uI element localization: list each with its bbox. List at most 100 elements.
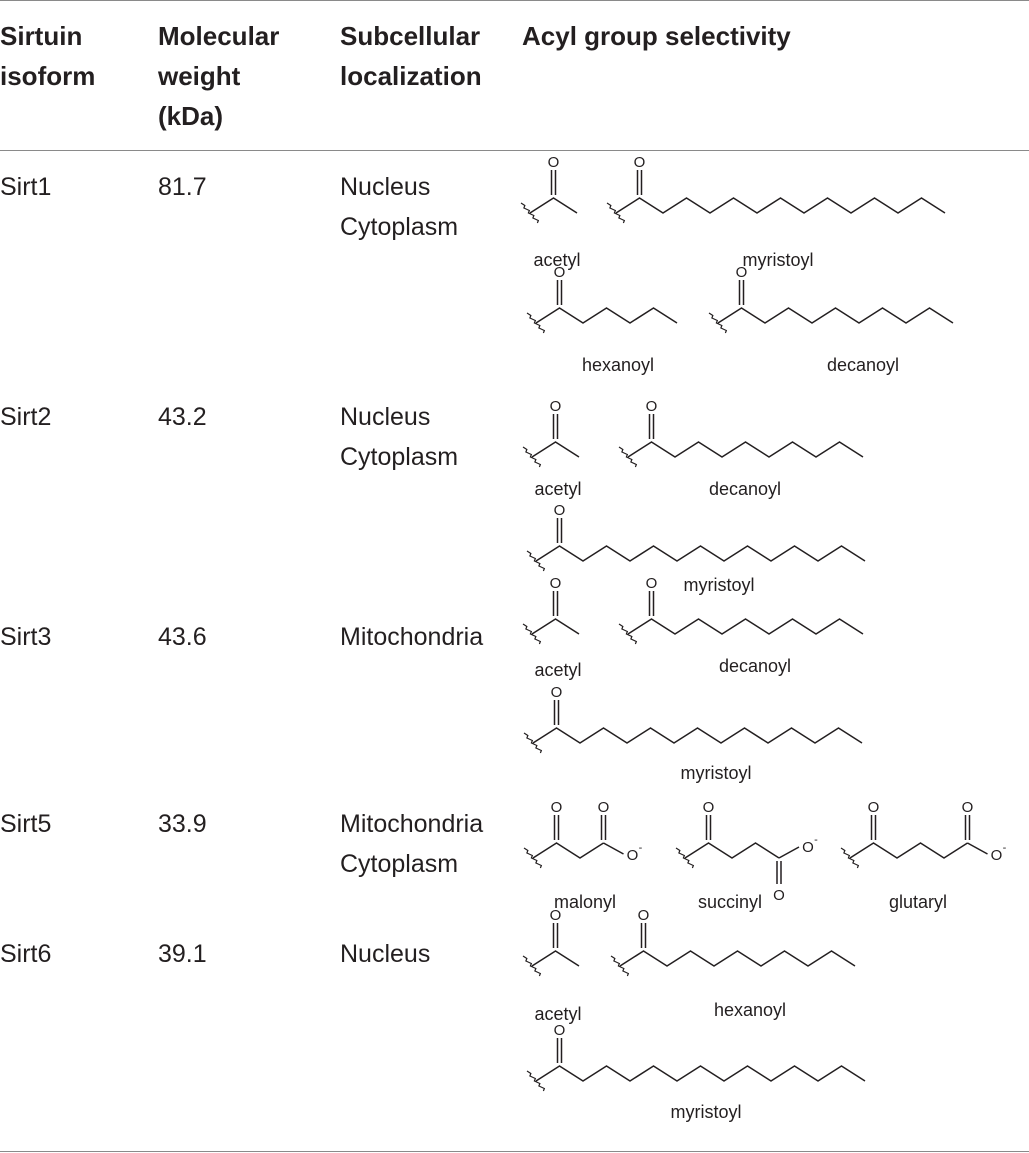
sirt1-hexanoyl-oxygen: O (554, 264, 566, 281)
sirt1-hexanoyl-label: hexanoyl (582, 355, 654, 375)
bottom-rule (0, 1151, 1029, 1152)
sirt6-hexanoyl-oxygen: O (638, 907, 650, 924)
attachment-bond-wavy (520, 202, 540, 224)
sirt5-succinyl-oxygen: O (703, 799, 715, 816)
sirt1-decanoyl-double-bond (738, 280, 745, 305)
sirt5-succinyl-charge: - (814, 834, 818, 846)
sirt5-succinyl-double-bond (705, 815, 712, 840)
sirt1-acetyl-label: acetyl (533, 250, 580, 270)
attachment-bond-wavy (618, 446, 638, 468)
row-sirt6-isoform: Sirt6 (0, 940, 52, 968)
sirt2-myristoyl-chain (535, 545, 866, 562)
sirt5-glutaryl-double-bond (870, 815, 877, 840)
sirt5-succinyl-chain (684, 842, 780, 859)
sirt5-malonyl-double-bond (553, 815, 560, 840)
sirt1-acetyl-chain (529, 197, 578, 214)
sirt5-succinyl-carboxyl-double-bond (776, 861, 782, 884)
header-sirtuin-isoform: Sirtuin isoform (0, 21, 96, 91)
sirt3-myristoyl-label: myristoyl (681, 763, 752, 783)
row-sirt6-localization: Nucleus (340, 940, 431, 968)
sirt6-hexanoyl-label: hexanoyl (714, 1000, 786, 1020)
header-subcellular-localization: Subcellular localization (340, 21, 482, 91)
row-sirt3-isoform: Sirt3 (0, 623, 52, 651)
sirt6-acetyl-chain (531, 950, 580, 967)
sirt5-malonyl-label: malonyl (554, 892, 616, 912)
sirt3-acetyl-label: acetyl (534, 660, 581, 680)
attachment-bond-wavy (523, 847, 543, 869)
sirt5-malonyl-oxygen: O (551, 799, 563, 816)
row-sirt5-isoform: Sirt5 (0, 810, 52, 838)
row-sirt1-isoform: Sirt1 (0, 173, 52, 201)
attachment-bond-wavy (526, 550, 546, 572)
attachment-bond-wavy (522, 623, 542, 645)
sirt5-glutaryl-charge: - (1003, 842, 1007, 854)
sirt5-glutaryl-oxygen: O (868, 799, 880, 816)
sirt2-acetyl-double-bond (552, 414, 559, 439)
sirt5-glutaryl-label: glutaryl (889, 892, 947, 912)
row-sirt5-mw: 33.9 (158, 810, 207, 838)
sirt1-hexanoyl-double-bond (556, 280, 563, 305)
sirt2-acetyl-oxygen: O (550, 398, 562, 415)
sirt6-myristoyl-label: myristoyl (671, 1102, 742, 1122)
sirt1-myristoyl-label: myristoyl (743, 250, 814, 270)
sirt3-myristoyl-chain (532, 727, 863, 744)
attachment-bond-wavy (840, 847, 860, 869)
sirt6-acetyl-oxygen: O (550, 907, 562, 924)
sirt5-succinyl-label: succinyl (698, 892, 762, 912)
sirt2-decanoyl-oxygen: O (646, 398, 658, 415)
row-sirt3-mw: 43.6 (158, 623, 207, 651)
sirt5-malonyl-chain (532, 842, 604, 859)
sirt3-decanoyl-double-bond (648, 591, 655, 616)
sirt3-acetyl-oxygen: O (550, 575, 562, 592)
attachment-bond-wavy (522, 446, 542, 468)
sirt2-acetyl-label: acetyl (534, 479, 581, 499)
attachment-bond-wavy (526, 1070, 546, 1092)
sirt3-decanoyl-oxygen: O (646, 575, 658, 592)
sirt1-decanoyl-label: decanoyl (827, 355, 899, 375)
sirt5-malonyl-carboxyl-oxygen: O (598, 799, 610, 816)
sirt3-myristoyl-double-bond (553, 700, 560, 725)
sirt2-acetyl-chain (531, 441, 580, 458)
row-sirt5-localization: Mitochondria Cytoplasm (340, 810, 484, 878)
sirt6-acetyl-label: acetyl (534, 1004, 581, 1024)
sirt1-myristoyl-oxygen: O (634, 154, 646, 171)
attachment-bond-wavy (610, 955, 630, 977)
sirt3-acetyl-double-bond (552, 591, 559, 616)
sirt5-glutaryl-carboxyl-double-bond (964, 815, 971, 840)
sirt1-decanoyl-chain (717, 307, 954, 324)
sirt1-myristoyl-chain (615, 197, 946, 214)
sirt3-decanoyl-chain (627, 618, 864, 635)
sirt1-myristoyl-double-bond (636, 170, 643, 195)
sirt5-malonyl-carboxylate-oxygen: O (627, 847, 639, 864)
header-acyl-group-selectivity: Acyl group selectivity (522, 21, 791, 51)
row-sirt6-mw: 39.1 (158, 940, 207, 968)
row-sirt3-localization: Mitochondria (340, 623, 484, 651)
header-molecular-weight: Molecular weight (kDa) (158, 21, 280, 131)
sirt1-hexanoyl-chain (535, 307, 678, 324)
sirt6-myristoyl-chain (535, 1065, 866, 1082)
attachment-bond-wavy (523, 732, 543, 754)
header-rule (0, 150, 1029, 151)
sirt5-glutaryl-carboxylate-oxygen: O (991, 847, 1003, 864)
sirt5-malonyl-carboxyl-single-bond (603, 842, 624, 855)
sirt5-succinyl-carboxyl-oxygen: O (773, 887, 785, 904)
sirt6-acetyl-double-bond (552, 923, 559, 948)
sirt5-malonyl-carboxyl-double-bond (600, 815, 607, 840)
sirt5-succinyl-carboxyl-single-bond (778, 846, 800, 859)
sirt6-myristoyl-double-bond (556, 1038, 563, 1063)
sirt5-glutaryl-chain (849, 842, 968, 859)
sirt6-hexanoyl-double-bond (640, 923, 647, 948)
sirt5-malonyl-charge: - (639, 842, 643, 854)
sirt6-hexanoyl-chain (619, 950, 856, 967)
row-sirt2-mw: 43.2 (158, 403, 207, 431)
attachment-bond-wavy (522, 955, 542, 977)
row-sirt2-isoform: Sirt2 (0, 403, 52, 431)
sirt2-decanoyl-double-bond (648, 414, 655, 439)
row-sirt1-mw: 81.7 (158, 173, 207, 201)
sirt1-decanoyl-oxygen: O (736, 264, 748, 281)
sirt6-myristoyl-oxygen: O (554, 1022, 566, 1039)
sirt2-myristoyl-label: myristoyl (684, 575, 755, 595)
sirt1-acetyl-oxygen: O (548, 154, 560, 171)
row-sirt1-localization: Nucleus Cytoplasm (340, 173, 459, 241)
